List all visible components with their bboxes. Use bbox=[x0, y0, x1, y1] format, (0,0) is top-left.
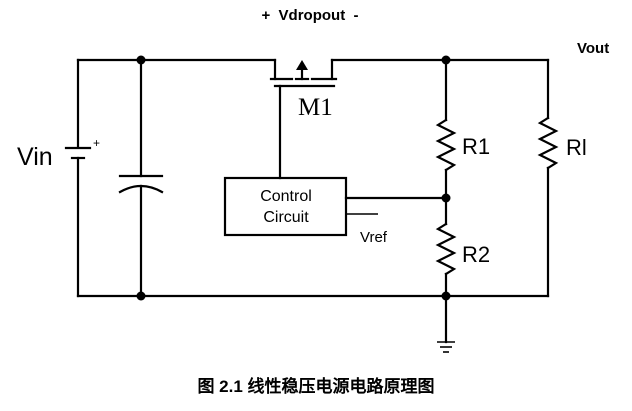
vref-label: Vref bbox=[360, 229, 388, 246]
vdropout-label: + Vdropout - bbox=[261, 7, 358, 24]
resistor-r2 bbox=[435, 222, 457, 276]
divider-branch: R1 R2 bbox=[435, 58, 490, 344]
resistor-rl bbox=[537, 116, 559, 170]
r1-label: R1 bbox=[462, 134, 490, 159]
vout-label: Vout bbox=[577, 40, 609, 57]
battery-plus-sign: + bbox=[93, 136, 100, 150]
resistor-r1 bbox=[435, 118, 457, 172]
ground-icon bbox=[437, 341, 455, 353]
junction-dots bbox=[136, 55, 451, 301]
control-label-line1: Control bbox=[260, 188, 312, 205]
figure-caption: 图 2.1 线性稳压电源电路原理图 bbox=[197, 376, 434, 396]
mosfet-arrow-icon bbox=[296, 60, 308, 70]
r2-label: R2 bbox=[462, 242, 490, 267]
rl-label: Rl bbox=[566, 135, 587, 160]
vin-label: Vin bbox=[17, 143, 53, 171]
input-capacitor bbox=[118, 58, 164, 298]
control-circuit-block: Control Circuit Vref bbox=[223, 176, 448, 246]
control-label-line2: Circuit bbox=[263, 209, 309, 226]
vin-battery: + Vin bbox=[17, 58, 100, 298]
m1-label: M1 bbox=[298, 94, 333, 121]
mosfet-m1: M1 bbox=[269, 58, 338, 180]
load-branch: Rl bbox=[537, 58, 587, 298]
